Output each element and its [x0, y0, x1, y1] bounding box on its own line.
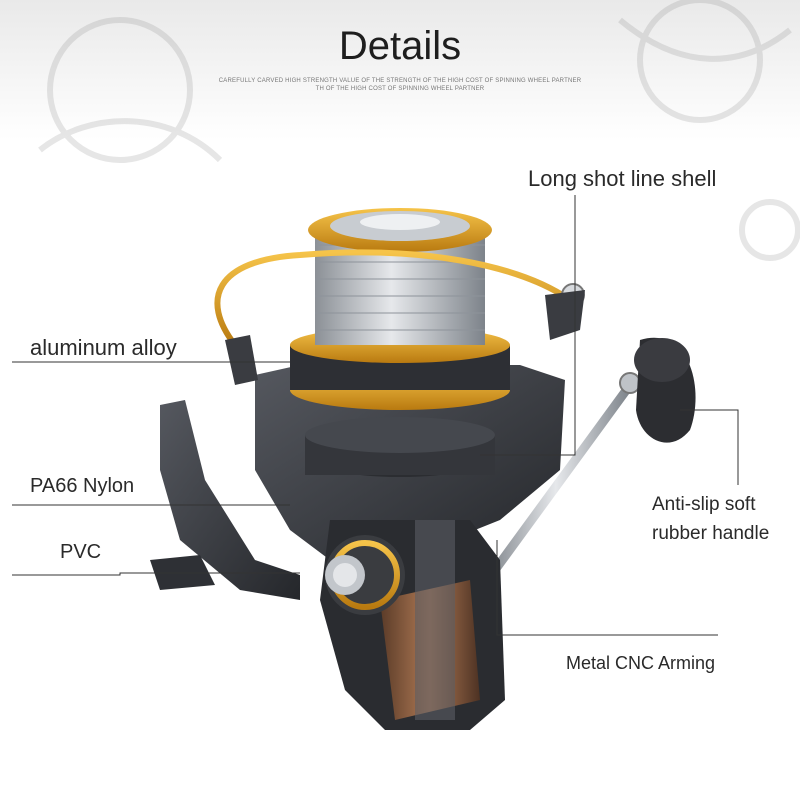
callout-anti-slip-line-1: Anti-slip soft: [652, 494, 756, 515]
callout-anti-slip-line-2: rubber handle: [652, 523, 770, 544]
callout-pa66-nylon: PA66 Nylon: [30, 475, 135, 497]
leader-lines: [12, 195, 739, 636]
subtitle-line-1: CAREFULLY CARVED HIGH STRENGTH VALUE OF …: [218, 78, 582, 84]
reel-handle-arm-left: [160, 400, 300, 600]
callout-metal-cnc-arming: Metal CNC Arming: [566, 653, 716, 673]
subtitle-line-2: TH OF THE HIGH COST OF SPINNING WHEEL PA…: [315, 86, 485, 92]
crank-shaft: [490, 380, 635, 575]
bail-arm: [214, 249, 572, 347]
page-title: Details: [338, 24, 462, 68]
callout-aluminum-alloy: aluminum alloy: [30, 335, 177, 360]
callout-pvc: PVC: [60, 541, 102, 563]
callout-long-shot-line-shell: Long shot line shell: [528, 166, 717, 191]
